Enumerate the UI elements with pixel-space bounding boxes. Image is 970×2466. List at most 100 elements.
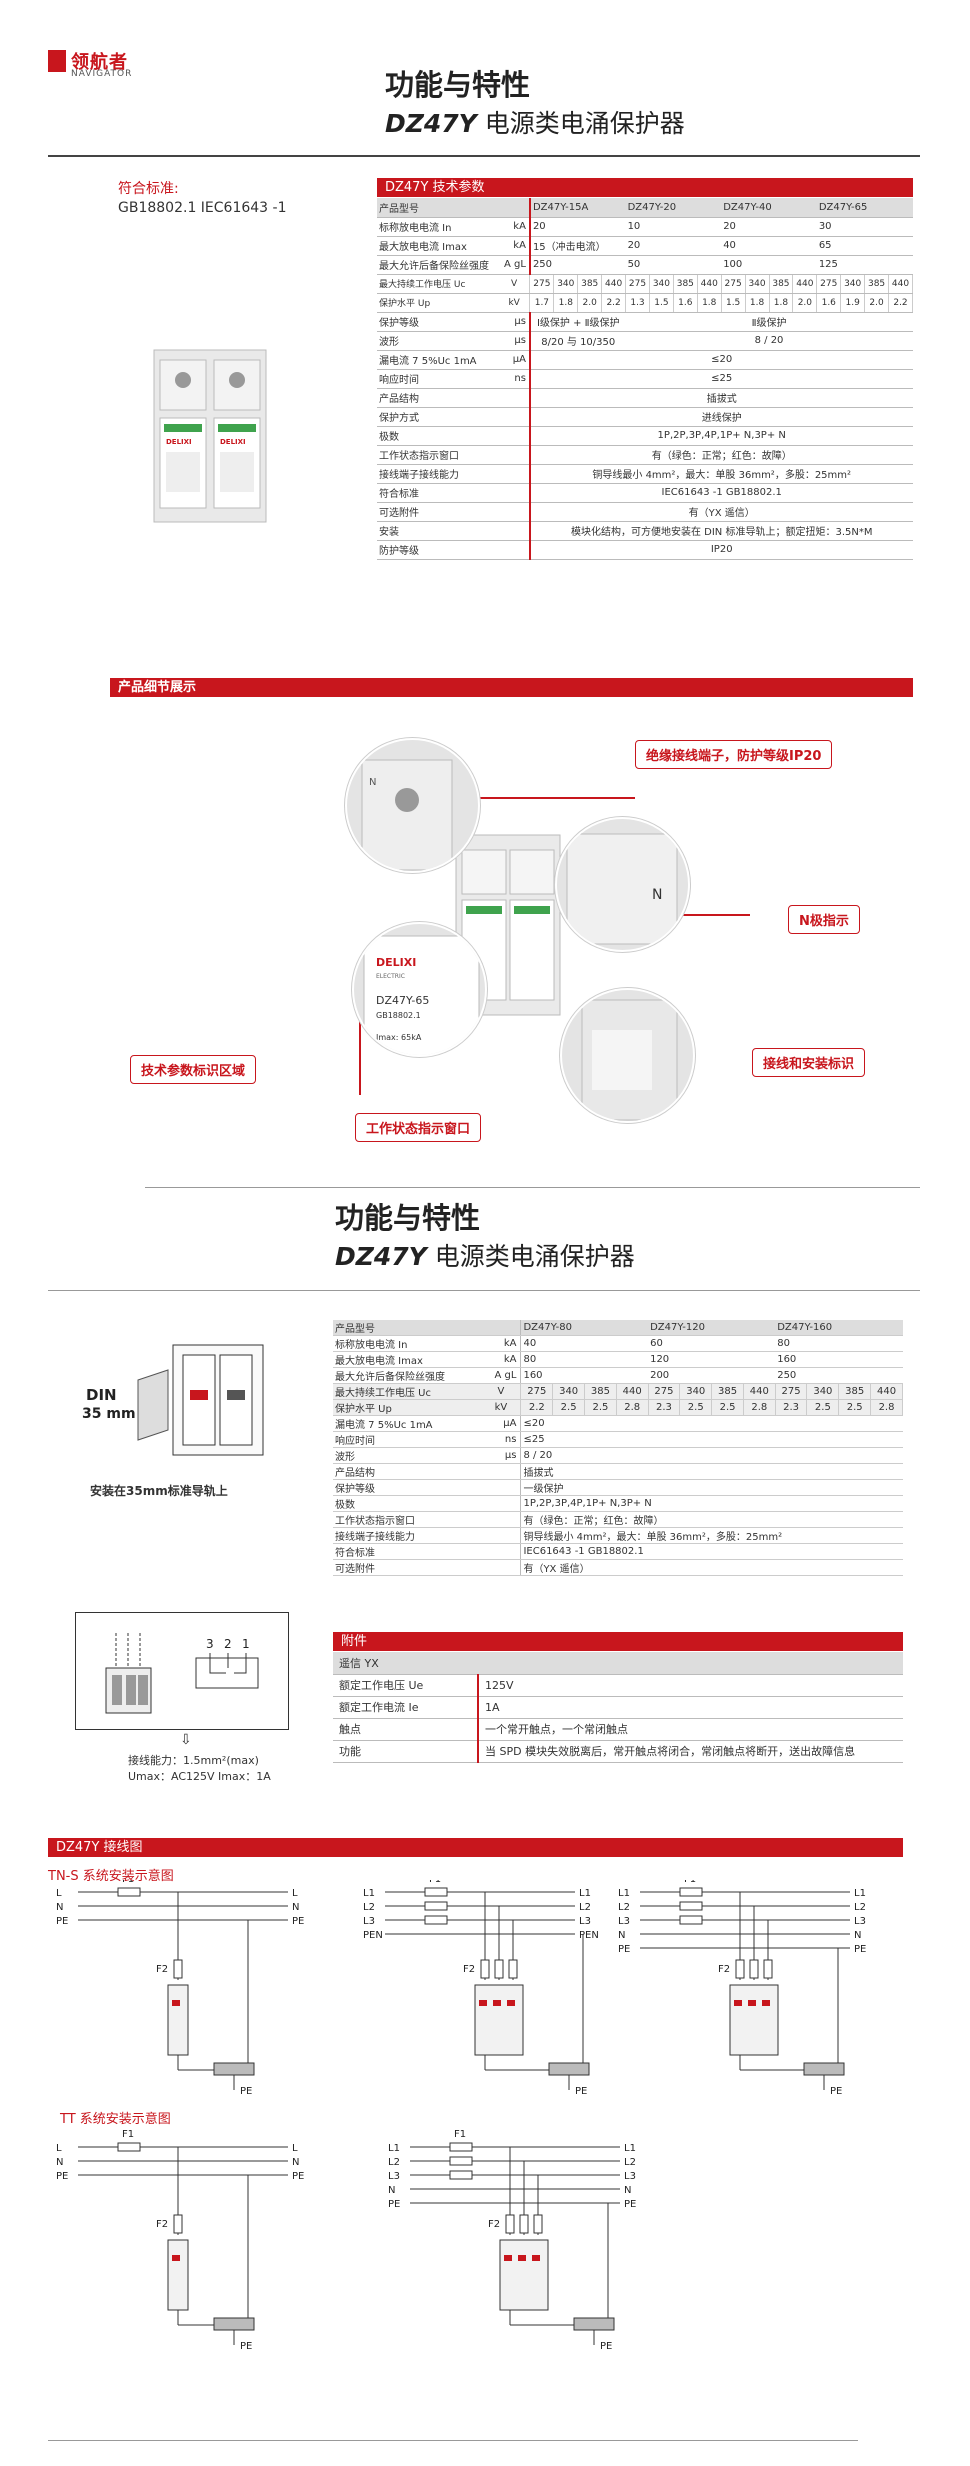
spec-row-label: 防护等级 [377,540,500,560]
spec-cell: Ⅰ级保护 + Ⅱ级保护 [529,312,626,332]
spec-cell: 进线保护 [529,407,913,427]
spec-cell: 440 [697,274,722,294]
earth-bar [213,2062,255,2076]
fuse-f1 [449,2170,473,2180]
spec-cell: 2.2 [601,293,627,313]
spec-row: 保护方式进线保护 [377,407,913,427]
spec2-cell: 160 [520,1367,649,1384]
line-label-right: N [624,2185,631,2196]
spec-row-label: 安装 [377,521,500,541]
divider [145,1187,920,1188]
fuse-f2 [533,2214,543,2234]
spec2-row-unit: V [483,1383,522,1400]
spec-cell: 20 [529,217,626,237]
spec-cell: 1.7 [529,293,555,313]
spec-cell: 有（YX 遥信） [529,502,913,522]
pe-label: PE [830,2086,842,2097]
spec2-row-unit [483,1527,522,1544]
spec-cell: 1.5 [721,293,746,313]
callout-terminal: 绝缘接线端子，防护等级IP20 [635,740,833,769]
pe-label: PE [575,2086,587,2097]
accessory-row-value: 125V [478,1674,903,1697]
spec2-cell: 2.5 [838,1399,872,1416]
spec2-cell: 60 [648,1335,776,1352]
spec-cell: 65 [816,236,913,256]
fuse-f2 [505,2214,515,2234]
spec-cell: 20 [721,217,817,237]
spec2-row-unit [483,1559,522,1576]
tns-title: TN-S 系统安装示意图 [48,1869,174,1884]
pe-label: PE [240,2086,252,2097]
spec-cell: 30 [816,217,913,237]
spec-row-label: 接线端子接线能力 [377,464,500,484]
detail-circle-wiring [560,988,695,1123]
fuse-f2 [480,1959,490,1979]
spec-row-label: 最大放电电流 Imax [377,236,500,256]
spec2-cell: 275 [520,1383,554,1400]
spec-table-caption: DZ47Y 技术参数 [377,178,913,197]
spd-indicator [172,2000,180,2006]
fuse-f1 [424,1915,448,1925]
spec-cell: 2.0 [792,293,818,313]
line-label-right: L1 [854,1888,866,1899]
spec2-row-label: 波形 [333,1447,484,1464]
detail-section-bar: 产品细节展示 [110,678,913,697]
svg-text:N: N [652,887,662,903]
accessory-name-row: 遥信 YX [333,1652,903,1675]
line-label-right: N [854,1930,861,1941]
spec-cell: 1.8 [745,293,770,313]
spd-module [499,2239,549,2311]
spec-cell: 1.8 [769,293,794,313]
spec2-cell: 385 [838,1383,872,1400]
spec-header-model: DZ47Y-15A [529,198,626,218]
accessory-row: 功能当 SPD 模块失效脱离后，常开触点将闭合，常闭触点将断开，送出故障信息 [333,1740,903,1763]
spec-cell: 125 [816,255,913,275]
spec-cell: 2.0 [577,293,603,313]
spec2-cell: 有（绿色：正常；红色：故障） [520,1511,903,1528]
f1-label: F1 [684,1880,696,1885]
line-label-left: N [56,2157,63,2168]
spec-cell: 385 [673,274,698,294]
spec2-cell: 120 [648,1351,776,1368]
spec2-cell: 2.8 [743,1399,776,1416]
spec-cell: 385 [577,274,603,294]
spec2-header-label: 产品型号 [333,1320,522,1336]
line-label-right: N [292,1902,299,1913]
line-label-right: L1 [579,1888,591,1899]
spec2-row-label: 保护等级 [333,1479,484,1496]
standards-label: 符合标准: [118,181,179,197]
spec2-row-label: 标称放电电流 In [333,1335,484,1352]
line-label-right: N [292,2157,299,2168]
spec-row-unit [499,426,531,446]
line-label-right: L [292,2143,298,2154]
detail-circle-label-area: DELIXI ELECTRIC DZ47Y-65 GB18802.1 Imax:… [352,922,487,1057]
spec2-cell: 有（YX 遥信） [520,1559,903,1576]
spec-row-label: 波形 [377,331,500,351]
spec2-header-model: DZ47Y-160 [775,1320,903,1336]
spec2-row-unit: kA [483,1335,522,1352]
section2-subtitle-text: 电源类电涌保护器 [434,1242,635,1271]
spec2-cell: 2.3 [775,1399,808,1416]
spec2-cell: 40 [520,1335,649,1352]
spec-row-unit: kV [499,293,531,313]
spec2-row-label: 保护水平 Up [333,1399,484,1416]
spec2-row-unit [483,1511,522,1528]
f2-label: F2 [156,1964,168,1975]
spec2-row-label: 工作状态指示窗口 [333,1511,484,1528]
line-label-right: L2 [854,1902,866,1913]
f1-label: F1 [454,2129,466,2140]
spec-cell: 275 [816,274,842,294]
line-label-left: L1 [388,2143,400,2154]
accessory-name: 遥信 YX [333,1652,903,1675]
spec-cell: 20 [625,236,722,256]
spec-cell: 1.6 [816,293,842,313]
line-label-right: L3 [624,2171,636,2182]
